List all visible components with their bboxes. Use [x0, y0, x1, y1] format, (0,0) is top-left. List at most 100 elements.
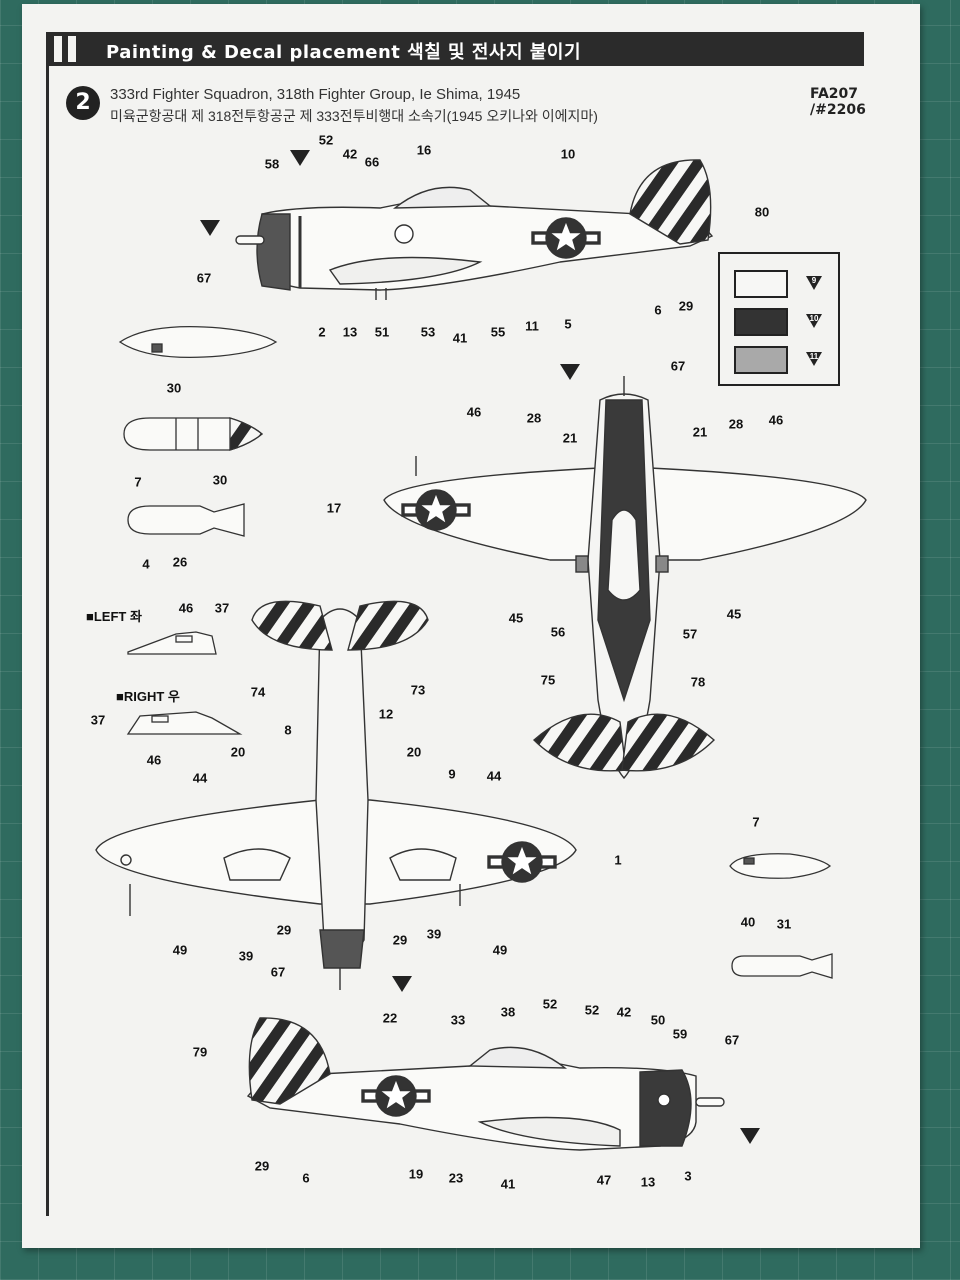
left-panel-label: ■LEFT 좌: [86, 609, 142, 624]
callout-number: 6: [302, 1170, 310, 1186]
legend-number: 9: [811, 276, 817, 285]
callout-number: 16: [416, 142, 432, 158]
callout-number: 74: [250, 684, 266, 700]
callout-number: 37: [214, 600, 230, 616]
callout-number: 28: [526, 410, 542, 426]
callout-number: 2: [318, 324, 326, 340]
callout-number: 42: [616, 1004, 632, 1020]
callout-number: 44: [192, 770, 208, 786]
callout-number: 49: [492, 942, 508, 958]
legend-number: 11: [809, 352, 819, 361]
callout-number: 20: [406, 744, 422, 760]
legend-marker-icon: [806, 276, 822, 290]
callout-number: 29: [678, 298, 694, 314]
callout-number: 52: [584, 1002, 600, 1018]
section-marker-icon: [54, 36, 80, 62]
section-title: Painting & Decal placement 색칠 및 전사지 붙이기: [106, 42, 582, 63]
drop-tank-2: [123, 417, 264, 451]
legend-swatch-white: [734, 270, 788, 298]
callout-number: 46: [178, 600, 194, 616]
callout-number: 29: [276, 922, 292, 938]
callout-number: 38: [500, 1004, 516, 1020]
product-code-alt: /#2206: [810, 102, 866, 118]
legend-number: 10: [809, 314, 819, 323]
panel-left: [127, 631, 217, 655]
color-legend: 9 10 11: [718, 252, 840, 386]
drop-tank-3: [729, 853, 832, 879]
callout-number: 7: [134, 474, 142, 490]
callout-number: 1: [614, 852, 622, 868]
scheme-title-english: 333rd Fighter Squadron, 318th Fighter Gr…: [110, 86, 521, 103]
callout-number: 55: [490, 324, 506, 340]
callout-number: 6: [654, 302, 662, 318]
bomb-2: [731, 953, 833, 979]
callout-number: 44: [486, 768, 502, 784]
callout-number: 46: [768, 412, 784, 428]
callout-number: 40: [740, 914, 756, 930]
callout-number: 28: [728, 416, 744, 432]
callout-number: 13: [640, 1174, 656, 1190]
callout-number: 33: [450, 1012, 466, 1028]
callout-number: 37: [90, 712, 106, 728]
callout-number: 45: [508, 610, 524, 626]
callout-number: 39: [238, 948, 254, 964]
callout-number: 52: [542, 996, 558, 1012]
step-number-badge: 2: [66, 86, 100, 120]
callout-number: 67: [724, 1032, 740, 1048]
callout-number: 31: [776, 916, 792, 932]
bomb-1: [127, 503, 245, 537]
callout-number: 46: [146, 752, 162, 768]
callout-number: 41: [452, 330, 468, 346]
product-code: FA207: [810, 86, 859, 102]
callout-number: 67: [196, 270, 212, 286]
callout-number: 51: [374, 324, 390, 340]
callout-number: 42: [342, 146, 358, 162]
side-view-left: [235, 159, 714, 300]
callout-number: 22: [382, 1010, 398, 1026]
section-header: Painting & Decal placement 색칠 및 전사지 붙이기: [46, 32, 864, 66]
callout-number: 56: [550, 624, 566, 640]
callout-number: 57: [682, 626, 698, 642]
callout-number: 26: [172, 554, 188, 570]
callout-number: 66: [364, 154, 380, 170]
callout-number: 13: [342, 324, 358, 340]
callout-number: 39: [426, 926, 442, 942]
callout-number: 29: [254, 1158, 270, 1174]
callout-number: 52: [318, 132, 334, 148]
callout-number: 46: [466, 404, 482, 420]
right-panel-label: ■RIGHT 우: [116, 689, 180, 704]
callout-number: 3: [684, 1168, 692, 1184]
top-view: [383, 376, 867, 780]
callout-number: 23: [448, 1170, 464, 1186]
callout-number: 4: [142, 556, 150, 572]
callout-number: 21: [692, 424, 708, 440]
callout-number: 45: [726, 606, 742, 622]
legend-marker-icon: [806, 314, 822, 328]
legend-swatch-dark: [734, 308, 788, 336]
callout-number: 30: [166, 380, 182, 396]
callout-number: 67: [670, 358, 686, 374]
scheme-title-korean: 미육군항공대 제 318전투항공군 제 333전투비행대 소속기(1945 오키…: [110, 108, 598, 124]
callout-number: 8: [284, 722, 292, 738]
side-view-right: [246, 1017, 725, 1151]
panel-right: [126, 711, 243, 735]
callout-number: 10: [560, 146, 576, 162]
callout-number: 59: [672, 1026, 688, 1042]
callout-number: 73: [410, 682, 426, 698]
callout-number: 29: [392, 932, 408, 948]
callout-number: 80: [754, 204, 770, 220]
callout-number: 9: [448, 766, 456, 782]
callout-number: 11: [525, 318, 539, 334]
bottom-view: [95, 600, 577, 990]
callout-number: 67: [270, 964, 286, 980]
callout-number: 19: [408, 1166, 424, 1182]
callout-number: 17: [326, 500, 342, 516]
callout-number: 47: [596, 1172, 612, 1188]
legend-marker-icon: [806, 352, 822, 366]
callout-number: 21: [562, 430, 578, 446]
callout-number: 75: [540, 672, 556, 688]
callout-number: 5: [564, 316, 572, 332]
callout-number: 49: [172, 942, 188, 958]
callout-number: 53: [420, 324, 436, 340]
